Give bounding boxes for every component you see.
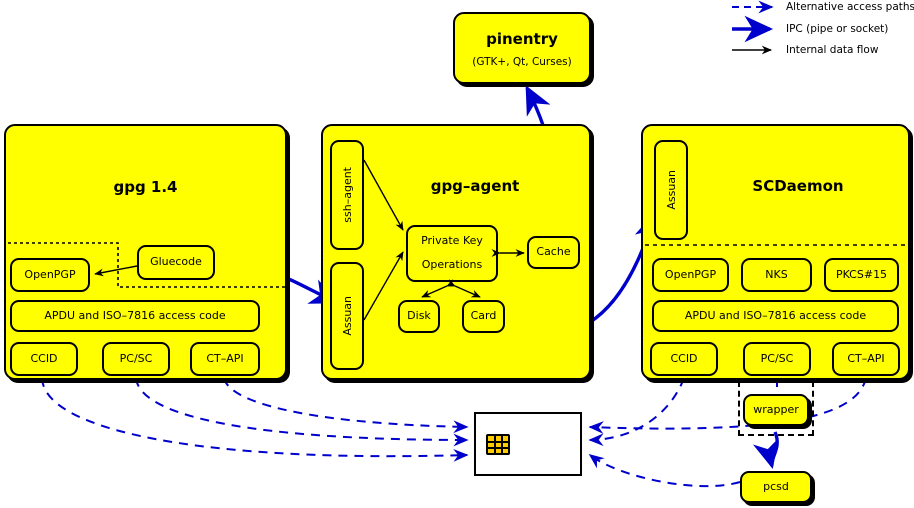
gpg-driver-ctapi-label: CT–API	[206, 351, 244, 365]
private-key-operations-line2: Operations	[421, 258, 483, 271]
gpg-gluecode-label: Gluecode	[150, 255, 202, 269]
agent-card-box[interactable]: Card	[462, 300, 505, 333]
scd-app-openpgp-label: OpenPGP	[664, 267, 717, 281]
flow-ssh-agent-to-pko	[363, 159, 404, 231]
wrapper-dashed-region	[738, 381, 814, 436]
gpg-driver-ccid-box[interactable]: CCID	[10, 342, 78, 376]
flow-gluecode-to-openpgp	[94, 265, 138, 277]
gpg-title: gpg 1.4	[113, 178, 178, 196]
alt-path-gpg-ccid	[41, 377, 469, 462]
flow-assuan-to-pko	[363, 251, 404, 321]
scdaemon-title: SCDaemon	[752, 177, 844, 195]
scd-app-nks-box[interactable]: NKS	[741, 258, 812, 292]
gpg-agent-ssh-agent-box[interactable]: ssh–agent	[330, 140, 364, 250]
scd-driver-ccid-label: CCID	[670, 351, 698, 365]
flow-pko-card	[445, 279, 481, 298]
smartcard-chip-line-3	[494, 434, 496, 455]
gpg-gluecode-box[interactable]: Gluecode	[137, 245, 215, 280]
wrapper-label: wrapper	[753, 402, 799, 416]
pinentry-box[interactable]	[453, 12, 591, 84]
scd-app-pkcs15-box[interactable]: PKCS#15	[824, 258, 899, 292]
agent-cache-label: Cache	[536, 245, 571, 259]
agent-card-label: Card	[470, 309, 497, 323]
legend-label-internal-flow: Internal data flow	[786, 44, 879, 56]
gpg-apdu-label: APDU and ISO–7816 access code	[44, 308, 226, 322]
gpg-driver-pcsc-label: PC/SC	[119, 351, 153, 365]
private-key-operations-line1: Private Key	[421, 234, 483, 247]
gpg-openpgp-label: OpenPGP	[24, 267, 76, 281]
agent-disk-label: Disk	[407, 309, 431, 323]
smartcard-chip-line-1	[486, 441, 510, 443]
scd-driver-ccid-box[interactable]: CCID	[650, 342, 718, 376]
smartcard-chip-icon	[486, 434, 510, 455]
gpg-driver-ctapi-box[interactable]: CT–API	[190, 342, 260, 376]
scd-apdu-box[interactable]: APDU and ISO–7816 access code	[652, 300, 899, 332]
pcsd-box[interactable]: pcsd	[740, 471, 812, 503]
smartcard-chip-line-2	[486, 447, 510, 449]
alt-path-gpg-pcsc	[135, 377, 469, 447]
agent-cache-box[interactable]: Cache	[527, 236, 580, 269]
scd-apdu-label: APDU and ISO–7816 access code	[684, 308, 867, 322]
agent-disk-box[interactable]: Disk	[398, 300, 440, 333]
smartcard-chip-line-4	[501, 434, 503, 455]
legend-label-ipc: IPC (pipe or socket)	[786, 23, 889, 35]
wrapper-box[interactable]: wrapper	[743, 394, 809, 426]
flow-pko-disk	[421, 279, 457, 298]
pinentry-title: pinentry	[486, 30, 558, 48]
scd-app-nks-label: NKS	[765, 267, 788, 281]
pinentry-subtitle: (GTK+, Qt, Curses)	[472, 56, 572, 68]
gpg-openpgp-dotted-divider	[8, 242, 287, 288]
scd-driver-pcsc-label: PC/SC	[760, 351, 794, 365]
gpg-agent-title: gpg–agent	[430, 177, 520, 195]
legend-label-alt-path: Alternative access paths	[786, 1, 914, 13]
gpg-openpgp-box[interactable]: OpenPGP	[10, 258, 90, 292]
alt-path-gpg-group	[41, 377, 469, 462]
scd-app-pkcs15-label: PKCS#15	[835, 267, 888, 281]
scd-driver-ctapi-box[interactable]: CT–API	[832, 342, 900, 376]
gpg-driver-pcsc-box[interactable]: PC/SC	[102, 342, 170, 376]
alt-path-scd-group	[588, 377, 867, 488]
scd-driver-pcsc-box[interactable]: PC/SC	[743, 342, 811, 376]
gpg-apdu-box[interactable]: APDU and ISO–7816 access code	[10, 300, 260, 332]
scd-driver-ctapi-label: CT–API	[847, 351, 885, 365]
scd-app-openpgp-box[interactable]: OpenPGP	[652, 258, 729, 292]
pcsd-label: pcsd	[763, 479, 789, 493]
gpg-driver-ccid-label: CCID	[30, 351, 58, 365]
alt-path-scd-ccid	[588, 377, 685, 447]
